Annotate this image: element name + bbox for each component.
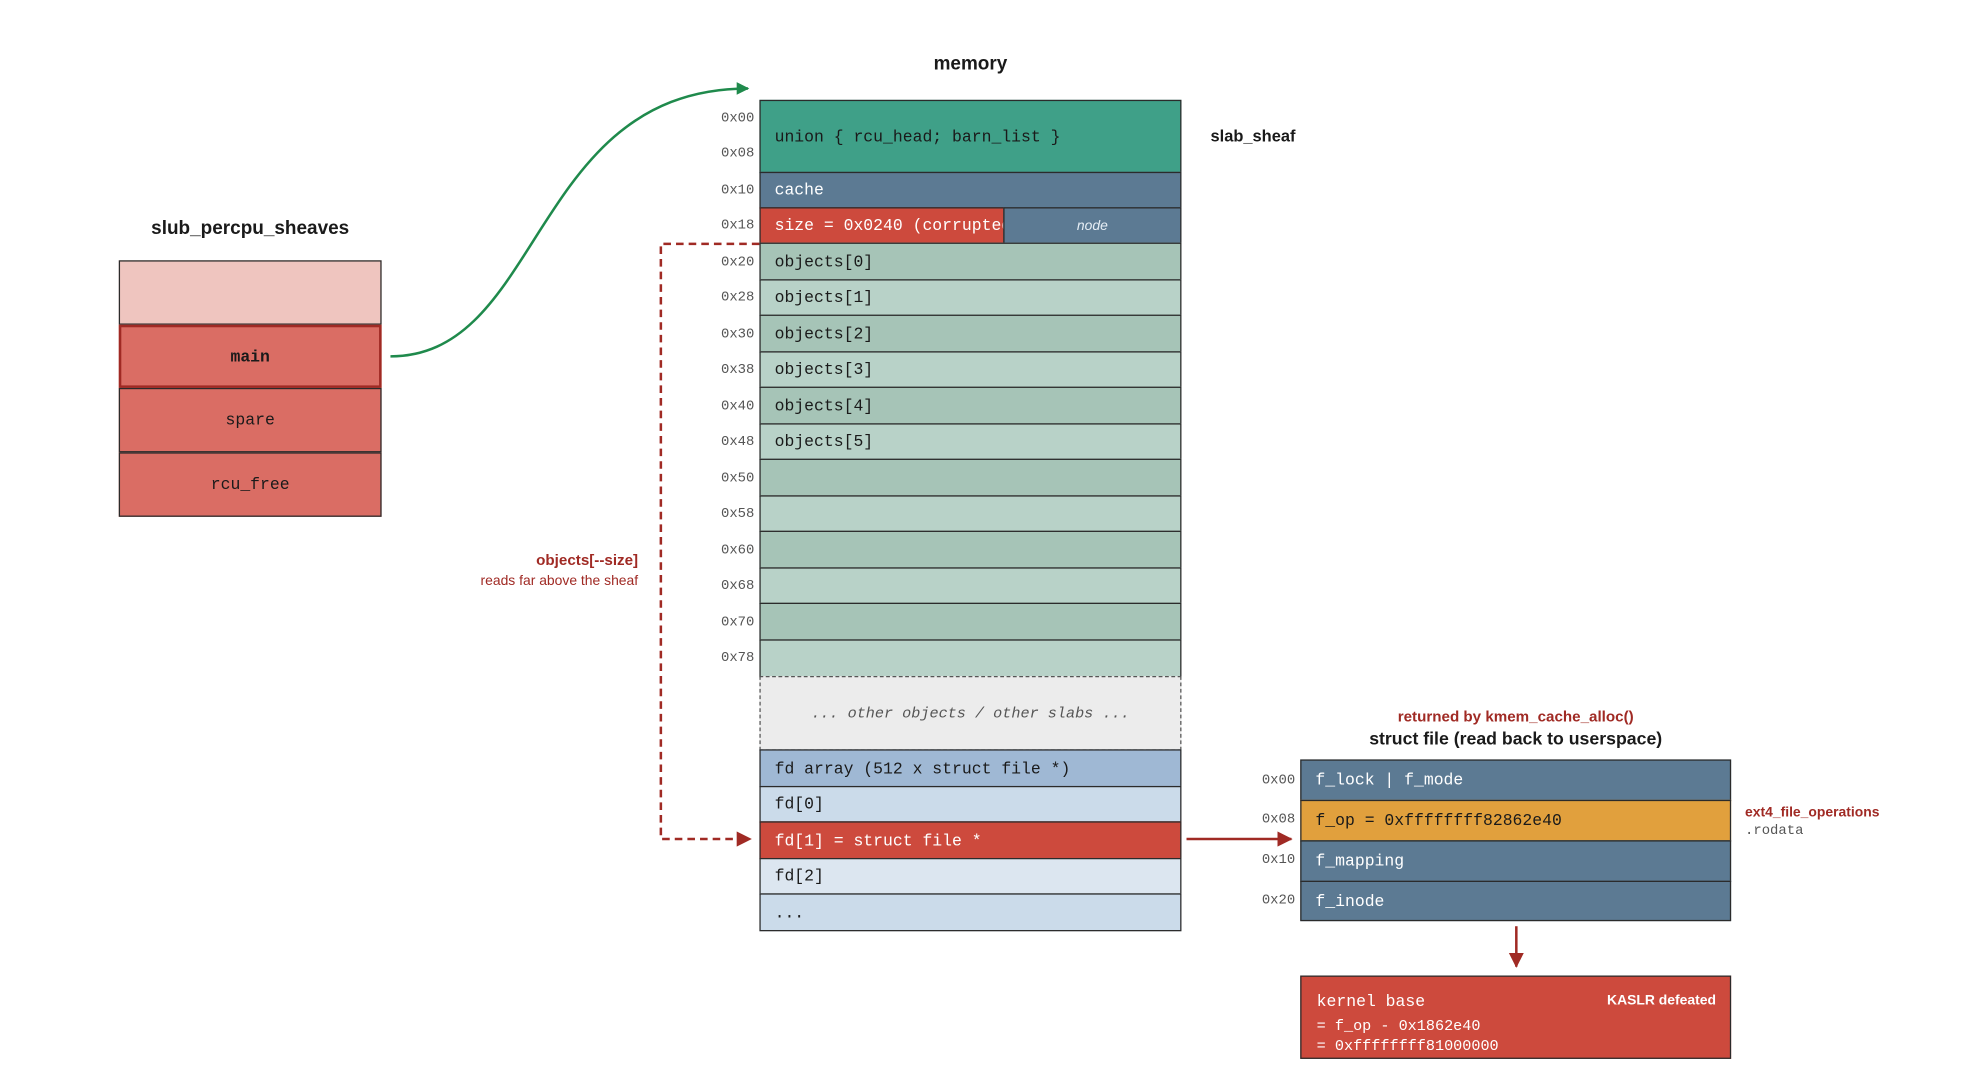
sheaf-slot-main: main bbox=[118, 324, 382, 388]
cache-field: cache bbox=[759, 171, 1182, 209]
sheaf-slot-label: main bbox=[230, 346, 270, 366]
field-label: objects[1] bbox=[774, 288, 874, 308]
node-field: node bbox=[1003, 207, 1182, 244]
objects-slot: objects[0] bbox=[759, 242, 1182, 281]
kaslr-defeated-badge: KASLR defeated bbox=[1607, 993, 1716, 1009]
field-label: fd[0] bbox=[774, 794, 824, 814]
sheaf-slot-rcu-free: rcu_free bbox=[118, 452, 382, 517]
field-label: objects[0] bbox=[774, 252, 874, 272]
size-corrupted-field: size = 0x0240 (corrupted) bbox=[759, 207, 1005, 244]
field-label: node bbox=[1076, 217, 1108, 234]
kernel-base-box: kernel base KASLR defeated = f_op - 0x18… bbox=[1300, 975, 1732, 1059]
sheaf-slot-label: spare bbox=[225, 410, 275, 430]
other-slabs-gap: ... other objects / other slabs ... bbox=[759, 676, 1182, 751]
f-mapping-field: f_mapping bbox=[1300, 840, 1732, 882]
address-label: 0x10 bbox=[721, 183, 755, 199]
objects-slot bbox=[759, 458, 1182, 497]
field-label: ... bbox=[774, 902, 805, 922]
address-label: 0x00 bbox=[1261, 773, 1296, 789]
objects-slot bbox=[759, 639, 1182, 678]
field-label: union { rcu_head; barn_list } bbox=[774, 126, 1061, 146]
objects-slot: objects[1] bbox=[759, 279, 1182, 316]
field-label: f_lock | f_mode bbox=[1315, 770, 1464, 790]
struct-file-caption: returned by kmem_cache_alloc() bbox=[1397, 707, 1634, 726]
fd-slot: fd[2] bbox=[759, 857, 1182, 895]
address-label: 0x48 bbox=[721, 434, 755, 450]
field-label: size = 0x0240 (corrupted) bbox=[774, 216, 1005, 236]
objects-slot: objects[5] bbox=[759, 423, 1182, 460]
objects-size-annotation-subtitle: reads far above the sheaf bbox=[480, 573, 639, 589]
address-label: 0x30 bbox=[721, 327, 755, 343]
f-inode-field: f_inode bbox=[1300, 880, 1732, 922]
field-label: fd[1] = struct file * bbox=[774, 830, 982, 850]
field-label: objects[4] bbox=[774, 396, 874, 416]
address-label: 0x18 bbox=[721, 218, 755, 234]
gap-label: ... other objects / other slabs ... bbox=[811, 704, 1130, 723]
field-label: objects[3] bbox=[774, 360, 874, 380]
objects-size-annotation-title: objects[--size] bbox=[536, 550, 639, 569]
objects-slot bbox=[759, 567, 1182, 605]
field-label: f_inode bbox=[1315, 891, 1385, 911]
slab-sheaf-label: slab_sheaf bbox=[1210, 126, 1296, 146]
fop-section-note: .rodata bbox=[1745, 823, 1804, 840]
address-label: 0x20 bbox=[721, 255, 755, 271]
address-label: 0x08 bbox=[1261, 812, 1296, 828]
union-rcu-head-field: union { rcu_head; barn_list } bbox=[759, 99, 1182, 174]
field-label: objects[5] bbox=[774, 432, 874, 452]
sheaf-slot-spare: spare bbox=[118, 387, 382, 453]
address-label: 0x78 bbox=[721, 650, 755, 666]
address-label: 0x00 bbox=[721, 111, 755, 127]
memory-title: memory bbox=[933, 53, 1008, 75]
struct-file-title: struct file (read back to userspace) bbox=[1369, 727, 1663, 749]
kernel-base-value: = 0xffffffff81000000 bbox=[1316, 1037, 1499, 1056]
address-label: 0x08 bbox=[721, 146, 755, 162]
address-label: 0x60 bbox=[721, 543, 755, 559]
field-label: fd[2] bbox=[774, 866, 824, 886]
objects-slot bbox=[759, 530, 1182, 569]
fd-slot: fd[0] bbox=[759, 785, 1182, 823]
address-label: 0x40 bbox=[721, 399, 755, 415]
f-op-field: f_op = 0xffffffff82862e40 bbox=[1300, 799, 1732, 842]
sheaves-title: slub_percpu_sheaves bbox=[151, 217, 350, 239]
fd-slot: ... bbox=[759, 893, 1182, 932]
fd-array-header: fd array (512 x struct file *) bbox=[759, 749, 1182, 788]
fop-symbol-note: ext4_file_operations bbox=[1745, 804, 1880, 821]
main-to-memory-arrow bbox=[390, 82, 750, 358]
address-label: 0x38 bbox=[721, 362, 755, 378]
address-label: 0x50 bbox=[721, 471, 755, 487]
objects-slot: objects[4] bbox=[759, 386, 1182, 425]
field-label: fd array (512 x struct file *) bbox=[774, 758, 1071, 778]
kernel-base-title: kernel base bbox=[1316, 991, 1426, 1011]
field-label: f_op = 0xffffffff82862e40 bbox=[1315, 811, 1562, 831]
field-label: objects[2] bbox=[774, 324, 874, 344]
objects-size-dashed-arrow bbox=[659, 242, 760, 847]
objects-slot bbox=[759, 495, 1182, 532]
objects-slot: objects[3] bbox=[759, 351, 1182, 388]
objects-slot: objects[2] bbox=[759, 314, 1182, 353]
objects-slot bbox=[759, 602, 1182, 641]
address-label: 0x10 bbox=[1261, 852, 1296, 869]
address-label: 0x70 bbox=[721, 615, 755, 631]
address-label: 0x68 bbox=[721, 578, 755, 594]
field-label: cache bbox=[774, 180, 824, 200]
address-label: 0x20 bbox=[1261, 893, 1296, 909]
sheaf-slot-empty bbox=[118, 260, 382, 325]
f-lock-mode-field: f_lock | f_mode bbox=[1300, 759, 1732, 802]
address-label: 0x28 bbox=[721, 290, 755, 306]
kernel-base-formula: = f_op - 0x1862e40 bbox=[1316, 1017, 1481, 1035]
field-label: f_mapping bbox=[1315, 851, 1405, 871]
fd-slot-target: fd[1] = struct file * bbox=[759, 821, 1182, 860]
sheaf-slot-label: rcu_free bbox=[210, 475, 290, 495]
address-label: 0x58 bbox=[721, 506, 755, 522]
